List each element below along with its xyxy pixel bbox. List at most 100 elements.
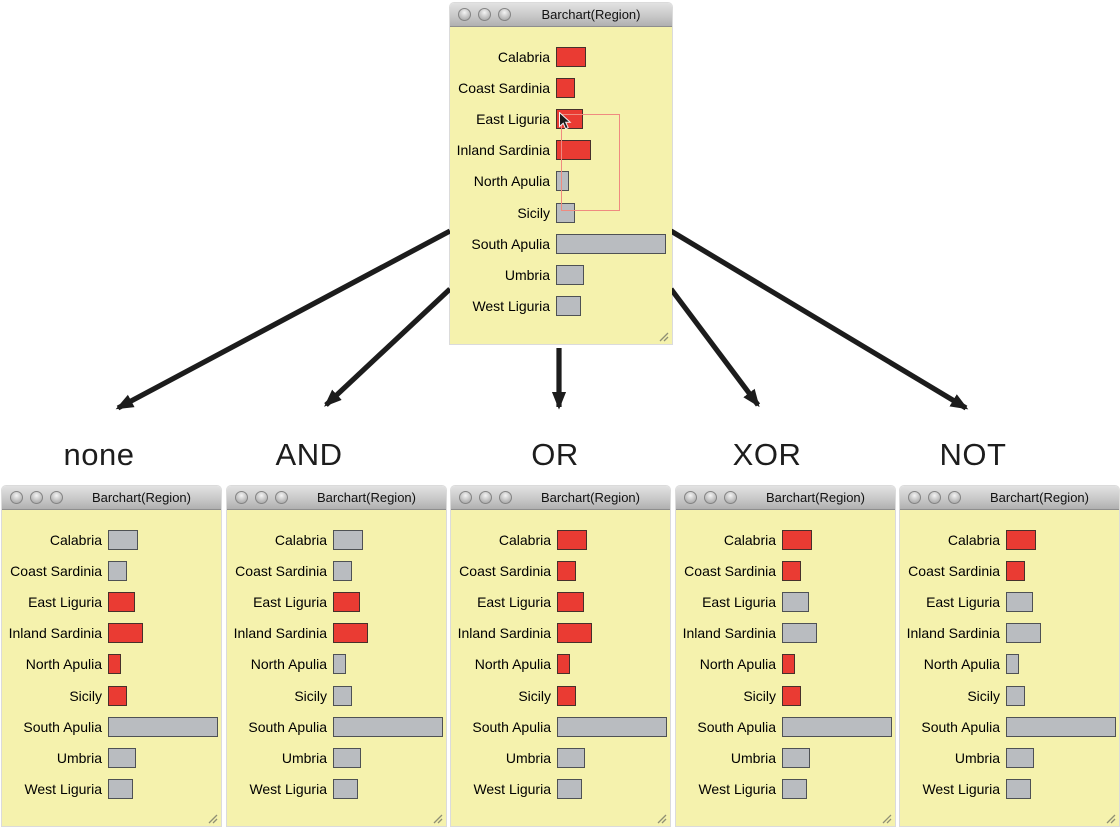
bar-north-apulia[interactable] bbox=[333, 654, 346, 675]
window-button-icon[interactable] bbox=[908, 491, 921, 504]
resize-grip-icon[interactable] bbox=[880, 811, 892, 824]
bar-east-liguria[interactable] bbox=[108, 591, 135, 612]
window-button-icon[interactable] bbox=[50, 491, 63, 504]
window-button-icon[interactable] bbox=[255, 491, 268, 504]
bar-inland-sardinia[interactable] bbox=[108, 623, 143, 644]
window-button-icon[interactable] bbox=[499, 491, 512, 504]
bar-east-liguria[interactable] bbox=[557, 591, 584, 612]
bar-north-apulia[interactable] bbox=[782, 654, 795, 675]
bar-north-apulia[interactable] bbox=[1006, 654, 1019, 675]
window-titlebar: Barchart(Region) bbox=[676, 486, 895, 510]
window-button-icon[interactable] bbox=[478, 8, 491, 21]
bar-row: Umbria bbox=[450, 259, 672, 290]
bar-west-liguria[interactable] bbox=[1006, 779, 1031, 800]
resize-grip-icon[interactable] bbox=[655, 811, 667, 824]
window-button-icon[interactable] bbox=[459, 491, 472, 504]
bar-row: South Apulia bbox=[450, 228, 672, 259]
bar-coast-sardinia[interactable] bbox=[556, 77, 575, 98]
window-button-icon[interactable] bbox=[10, 491, 23, 504]
bar-inland-sardinia[interactable] bbox=[333, 623, 368, 644]
bar-inland-sardinia[interactable] bbox=[782, 623, 817, 644]
bar-label: Inland Sardinia bbox=[8, 625, 102, 642]
bar-row: Calabria bbox=[227, 524, 446, 555]
bar-calabria[interactable] bbox=[108, 529, 138, 550]
bar-umbria[interactable] bbox=[557, 747, 585, 768]
bar-calabria[interactable] bbox=[782, 529, 812, 550]
window-button-icon[interactable] bbox=[458, 8, 471, 21]
bar-coast-sardinia[interactable] bbox=[557, 560, 576, 581]
bar-south-apulia[interactable] bbox=[108, 716, 218, 737]
bar-west-liguria[interactable] bbox=[556, 296, 581, 317]
bar-north-apulia[interactable] bbox=[557, 654, 570, 675]
bar-calabria[interactable] bbox=[557, 529, 587, 550]
bar-calabria[interactable] bbox=[333, 529, 363, 550]
bar-umbria[interactable] bbox=[108, 747, 136, 768]
bar-sicily[interactable] bbox=[782, 685, 801, 706]
resize-grip-icon[interactable] bbox=[657, 329, 669, 342]
window-button-icon[interactable] bbox=[928, 491, 941, 504]
bar-label: Calabria bbox=[497, 48, 550, 65]
bar-label: North Apulia bbox=[250, 656, 327, 673]
window-title: Barchart(Region) bbox=[541, 7, 641, 22]
bar-umbria[interactable] bbox=[556, 264, 584, 285]
bar-sicily[interactable] bbox=[557, 685, 576, 706]
bar-row: Coast Sardinia bbox=[451, 555, 670, 586]
bar-inland-sardinia[interactable] bbox=[556, 140, 591, 161]
bar-west-liguria[interactable] bbox=[782, 779, 807, 800]
window-titlebar: Barchart(Region) bbox=[227, 486, 446, 510]
window-button-icon[interactable] bbox=[275, 491, 288, 504]
bar-umbria[interactable] bbox=[1006, 747, 1034, 768]
bar-row: North Apulia bbox=[676, 649, 895, 680]
window-button-icon[interactable] bbox=[235, 491, 248, 504]
bar-label: North Apulia bbox=[923, 656, 1000, 673]
resize-grip-icon[interactable] bbox=[1104, 811, 1116, 824]
bar-north-apulia[interactable] bbox=[108, 654, 121, 675]
bar-inland-sardinia[interactable] bbox=[557, 623, 592, 644]
bar-south-apulia[interactable] bbox=[1006, 716, 1116, 737]
window-button-icon[interactable] bbox=[724, 491, 737, 504]
bar-west-liguria[interactable] bbox=[557, 779, 582, 800]
brush-rectangle[interactable] bbox=[561, 114, 620, 211]
bar-west-liguria[interactable] bbox=[108, 779, 133, 800]
bar-sicily[interactable] bbox=[333, 685, 352, 706]
bar-label: Coast Sardinia bbox=[908, 562, 1000, 579]
bar-row: Inland Sardinia bbox=[227, 618, 446, 649]
bar-umbria[interactable] bbox=[333, 747, 361, 768]
bar-coast-sardinia[interactable] bbox=[333, 560, 352, 581]
window-button-icon[interactable] bbox=[479, 491, 492, 504]
bar-coast-sardinia[interactable] bbox=[1006, 560, 1025, 581]
bar-south-apulia[interactable] bbox=[333, 716, 443, 737]
bar-sicily[interactable] bbox=[108, 685, 127, 706]
bar-east-liguria[interactable] bbox=[333, 591, 360, 612]
bar-north-apulia[interactable] bbox=[556, 171, 569, 192]
window-button-icon[interactable] bbox=[30, 491, 43, 504]
window-title: Barchart(Region) bbox=[92, 490, 191, 505]
bar-south-apulia[interactable] bbox=[782, 716, 892, 737]
resize-grip-icon[interactable] bbox=[431, 811, 443, 824]
bar-west-liguria[interactable] bbox=[333, 779, 358, 800]
bar-umbria[interactable] bbox=[782, 747, 810, 768]
bar-coast-sardinia[interactable] bbox=[108, 560, 127, 581]
bar-inland-sardinia[interactable] bbox=[1006, 623, 1041, 644]
bar-sicily[interactable] bbox=[1006, 685, 1025, 706]
resize-grip-icon[interactable] bbox=[206, 811, 218, 824]
bar-label: Inland Sardinia bbox=[682, 625, 776, 642]
bar-calabria[interactable] bbox=[556, 46, 586, 67]
bar-sicily[interactable] bbox=[556, 202, 575, 223]
bar-calabria[interactable] bbox=[1006, 529, 1036, 550]
bar-east-liguria[interactable] bbox=[782, 591, 809, 612]
window-button-icon[interactable] bbox=[684, 491, 697, 504]
bar-row: Inland Sardinia bbox=[676, 618, 895, 649]
bar-coast-sardinia[interactable] bbox=[782, 560, 801, 581]
window-button-icon[interactable] bbox=[704, 491, 717, 504]
bar-south-apulia[interactable] bbox=[556, 233, 666, 254]
bar-east-liguria[interactable] bbox=[1006, 591, 1033, 612]
bar-row: South Apulia bbox=[451, 711, 670, 742]
window-button-icon[interactable] bbox=[498, 8, 511, 21]
bar-south-apulia[interactable] bbox=[557, 716, 667, 737]
window-button-icon[interactable] bbox=[948, 491, 961, 504]
